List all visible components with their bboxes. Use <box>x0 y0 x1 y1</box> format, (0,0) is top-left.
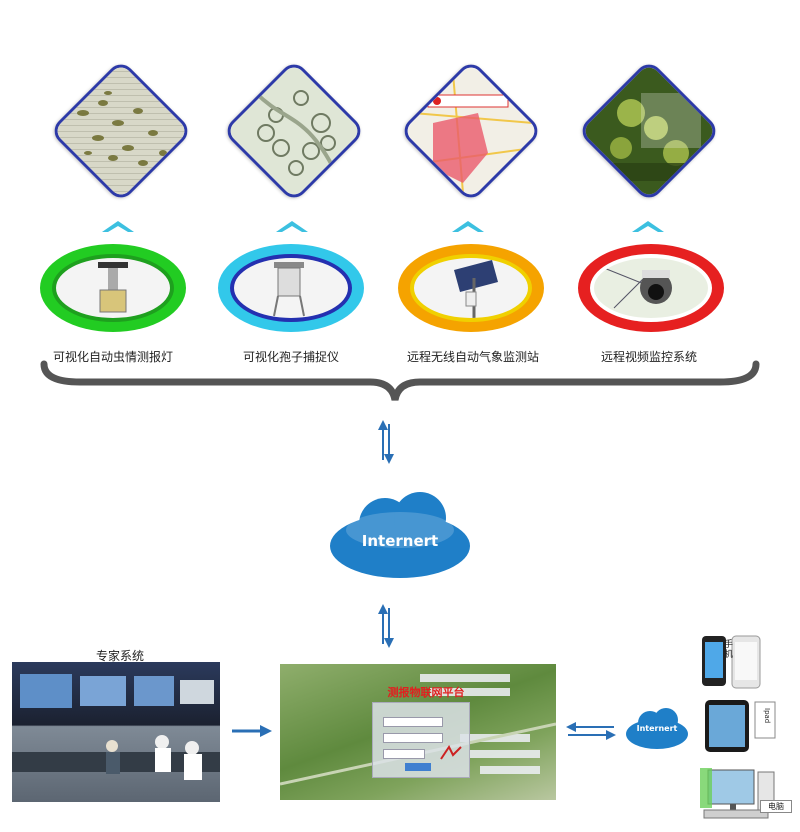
login-panel <box>372 702 470 778</box>
username-field[interactable] <box>383 717 443 727</box>
camera-device-icon <box>603 267 672 309</box>
weather-station-device-icon <box>454 260 498 318</box>
device-label-spore-trap: 可视化孢子捕捉仪 <box>242 350 339 364</box>
platform-title: 测报物联网平台 <box>387 686 465 699</box>
up-arrow-icon <box>632 221 664 232</box>
pc-device: 电脑 <box>700 764 792 820</box>
logo-icon <box>440 745 462 760</box>
small-internet-cloud <box>626 708 688 749</box>
platform-screenshot: 测报物联网平台 <box>280 664 556 800</box>
internet-cloud-label: Internert <box>361 532 439 550</box>
video-monitor-ring <box>578 244 724 332</box>
spore-microscope-image <box>221 58 367 204</box>
bidirectional-arrow-icon <box>378 420 394 464</box>
captcha-field[interactable] <box>383 749 425 759</box>
tablet-icon <box>705 700 776 752</box>
spore-trap-device-icon <box>273 262 305 317</box>
login-button[interactable] <box>405 763 431 771</box>
right-arrow-icon <box>232 725 272 737</box>
ipad-label: Ipad <box>763 708 771 724</box>
smartphone-icon <box>702 635 761 689</box>
expert-system-label: 专家系统 <box>95 649 144 663</box>
weather-station-ring <box>398 244 544 332</box>
phone-device: 手机 <box>700 634 764 690</box>
up-arrow-icon <box>276 221 308 232</box>
device-label-insect-trap: 可视化自动虫情测报灯 <box>52 350 173 364</box>
expert-control-room-image <box>12 662 220 802</box>
device-label-weather-station: 远程无线自动气象监测站 <box>406 350 539 364</box>
internet-cloud <box>330 492 470 578</box>
insect-image <box>48 58 194 204</box>
bidirectional-horizontal-arrow-icon <box>566 722 616 740</box>
grouping-brace <box>40 360 760 401</box>
pc-label: 电脑 <box>760 800 792 813</box>
insect-trap-ring <box>40 244 186 332</box>
weather-map-image <box>398 58 544 204</box>
up-arrow-icon <box>452 221 484 232</box>
device-label-video-monitor: 远程视频监控系统 <box>600 350 697 364</box>
phone-label: 手机 <box>724 640 734 660</box>
ipad-device: Ipad <box>705 700 777 752</box>
small-internet-cloud-label: Internert <box>636 724 678 733</box>
crop-video-image <box>576 58 722 204</box>
bidirectional-arrow-icon <box>378 604 394 648</box>
insect-trap-device-icon <box>98 262 128 313</box>
spore-trap-ring <box>218 244 364 332</box>
password-field[interactable] <box>383 733 443 743</box>
up-arrow-icon <box>102 221 134 232</box>
